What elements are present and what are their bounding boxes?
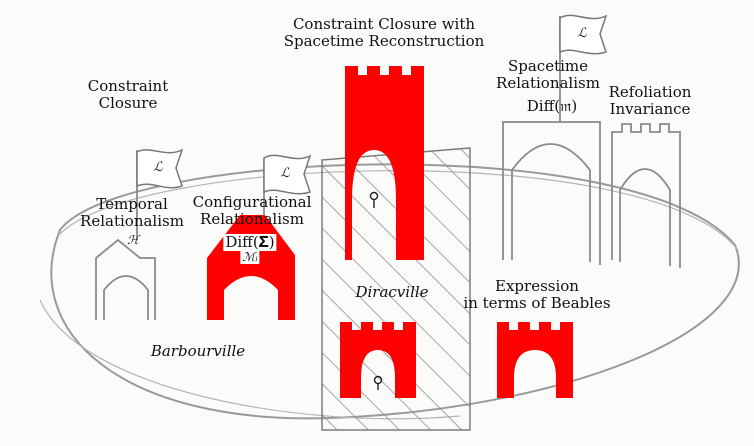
configurational-relationalism-tower-red <box>207 215 295 320</box>
label-h-symbol: ℋ <box>127 233 139 247</box>
label-barbourville: Barbourville <box>150 342 246 360</box>
flag-symbol-temporal: ℒ <box>153 160 163 175</box>
label-diff-m: Diff(𝔪) <box>526 97 578 115</box>
refoliation-invariance-tower <box>611 123 681 268</box>
label-diff-sigma: Diff(𝚺) <box>223 233 277 251</box>
flag-spacetime <box>559 14 608 55</box>
label-refoliation-invariance: Refoliation Invariance <box>608 83 692 118</box>
label-closure-with-reconstruction: Constraint Closure with Spacetime Recons… <box>283 15 485 50</box>
label-configurational-relationalism: Configurational Relationalism <box>192 193 312 228</box>
label-expression-beables: Expression in terms of Beables <box>463 277 611 312</box>
beables-tower-red <box>497 322 573 398</box>
flag-temporal <box>136 148 184 189</box>
flag-symbol-spacetime: ℒ <box>577 26 587 41</box>
flag-symbol-configurational: ℒ <box>280 166 290 181</box>
label-constraint-closure: Constraint Closure <box>87 77 169 112</box>
central-tower-red <box>345 66 424 260</box>
label-diracville: Diracville <box>355 283 429 301</box>
label-spacetime-relationalism: Spacetime Relationalism <box>496 57 600 92</box>
label-m-i: ℳᵢ <box>240 250 260 265</box>
label-temporal-relationalism: Temporal Relationalism <box>80 195 184 230</box>
lower-central-tower-red <box>340 322 416 398</box>
flag-configurational <box>263 154 312 195</box>
